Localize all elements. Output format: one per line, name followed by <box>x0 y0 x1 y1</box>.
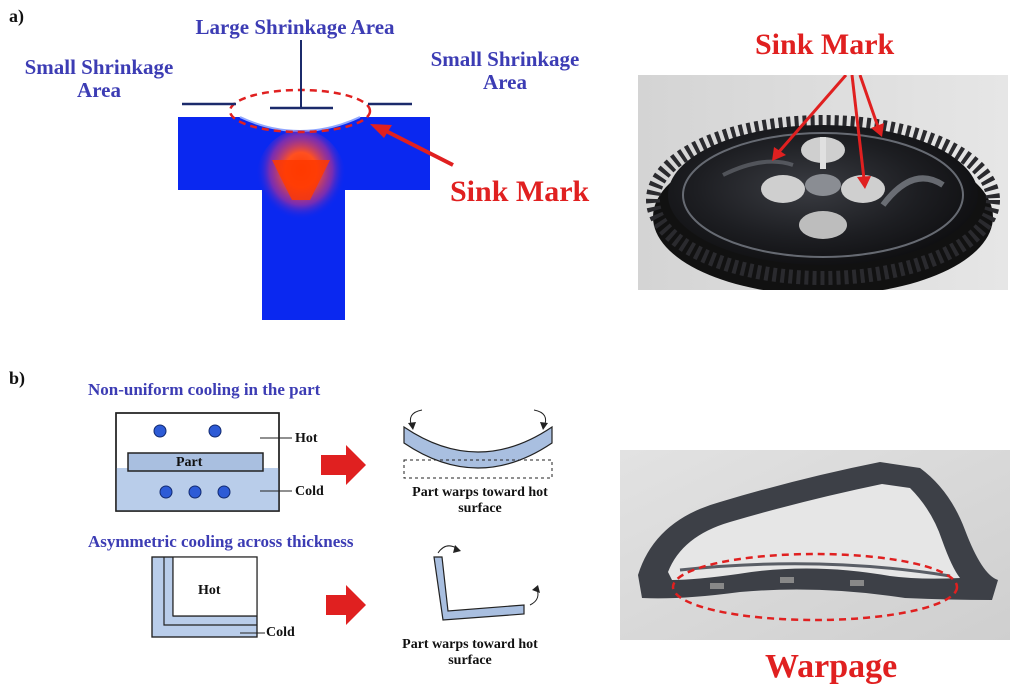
hot-label: Hot <box>295 431 318 446</box>
large-shrinkage-label: Large Shrinkage Area <box>195 15 395 39</box>
panel-b-label: b) <box>9 368 26 388</box>
warp-caption-1: Part warps toward hot surface <box>412 485 548 516</box>
hot-label-2: Hot <box>198 583 221 598</box>
red-arrow-2 <box>326 585 366 625</box>
nonuniform-cooling-diagram <box>115 409 553 512</box>
asymmetric-cooling-diagram <box>151 545 540 638</box>
asymmetric-cooling-title: Asymmetric cooling across thickness <box>88 532 354 551</box>
warpage-ellipse <box>671 552 959 622</box>
warpage-label: Warpage <box>765 648 898 685</box>
warped-part-2 <box>433 556 525 621</box>
panel-a-label: a) <box>9 6 24 26</box>
gear-photo <box>638 75 1008 290</box>
red-arrow-1 <box>321 445 366 485</box>
sink-mark-photo-label: Sink Mark <box>755 28 895 61</box>
cold-label: Cold <box>295 484 324 499</box>
warped-part-1 <box>403 425 553 469</box>
cold-label-2: Cold <box>266 625 295 640</box>
sink-mark-diagram-label: Sink Mark <box>450 175 590 208</box>
warp-caption-2: Part warps toward hot surface <box>402 637 538 668</box>
part-block <box>127 452 264 472</box>
t-section-diagram <box>178 40 454 320</box>
warpage-photo <box>620 450 1010 640</box>
small-shrinkage-right-label: Small Shrinkage Area <box>430 47 580 94</box>
part-label: Part <box>176 455 203 470</box>
nonuniform-cooling-title: Non-uniform cooling in the part <box>88 380 321 399</box>
small-shrinkage-left-label: Small Shrinkage Area <box>24 55 174 102</box>
